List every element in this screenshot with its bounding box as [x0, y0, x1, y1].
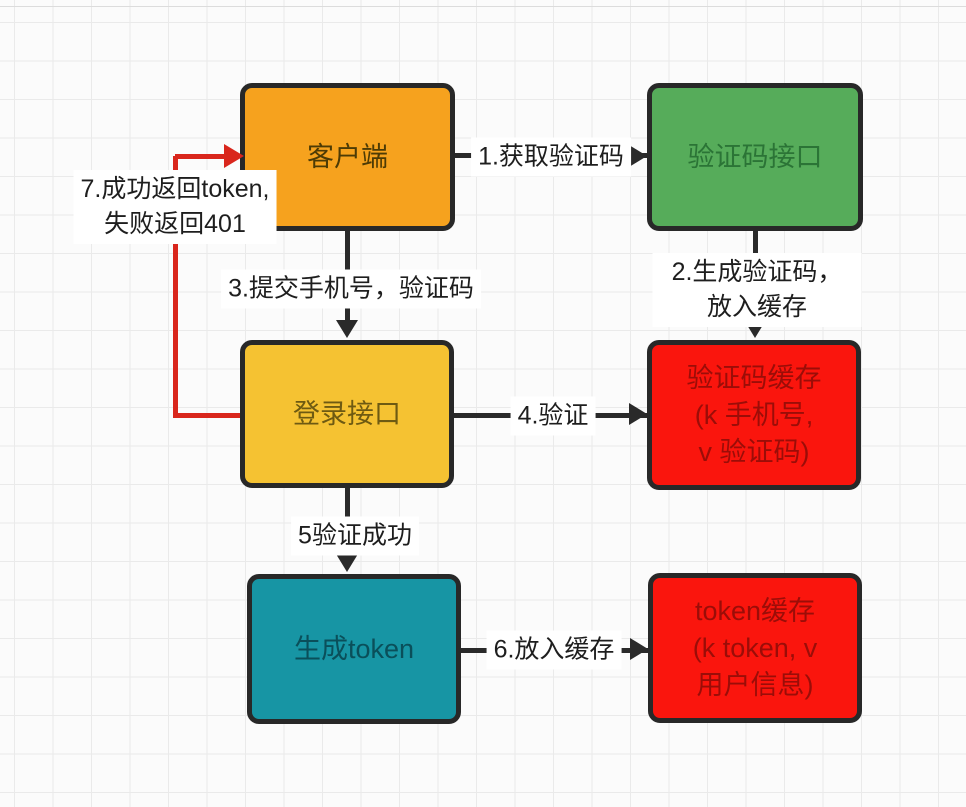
edge1-arrowhead-right-icon	[629, 145, 647, 167]
edge5-arrowhead-down-icon	[336, 554, 358, 572]
edge6-label: 6.放入缓存	[486, 630, 622, 670]
edge3-label: 3.提交手机号，验证码	[221, 269, 481, 309]
node-client-label: 客户端	[307, 141, 388, 172]
node-gen-token-label: 生成token	[293, 633, 415, 664]
node-captcha-cache-label: 验证码缓存 (k 手机号, v 验证码)	[686, 362, 822, 467]
node-login-api-label: 登录接口	[293, 398, 401, 429]
node-gen-token: 生成token	[247, 574, 461, 724]
edge5-label: 5验证成功	[291, 516, 419, 556]
node-captcha-api-label: 验证码接口	[687, 141, 823, 172]
edge1-label: 1.获取验证码	[471, 137, 631, 177]
node-token-cache: token缓存 (k token, v 用户信息)	[648, 573, 862, 723]
edge4-label: 4.验证	[510, 396, 596, 436]
edge6-arrowhead-right-icon	[630, 638, 648, 660]
edge7-red-arrowhead-right-icon	[224, 144, 244, 168]
node-captcha-api: 验证码接口	[647, 83, 863, 231]
edge4-arrowhead-right-icon	[629, 403, 647, 425]
edge2-label: 2.生成验证码，放入缓存	[652, 253, 862, 327]
edge7-label: 7.成功返回token, 失败返回401	[73, 170, 277, 244]
edge7-red-line-vertical	[173, 156, 178, 418]
grid-top-line	[0, 6, 966, 7]
edge7-red-line-bottom	[175, 413, 241, 418]
edge3-arrowhead-down-icon	[336, 320, 358, 338]
node-captcha-cache: 验证码缓存 (k 手机号, v 验证码)	[647, 340, 861, 490]
edge7-red-line-top	[175, 154, 232, 159]
node-login-api: 登录接口	[240, 340, 454, 488]
node-token-cache-label: token缓存 (k token, v 用户信息)	[692, 595, 818, 700]
